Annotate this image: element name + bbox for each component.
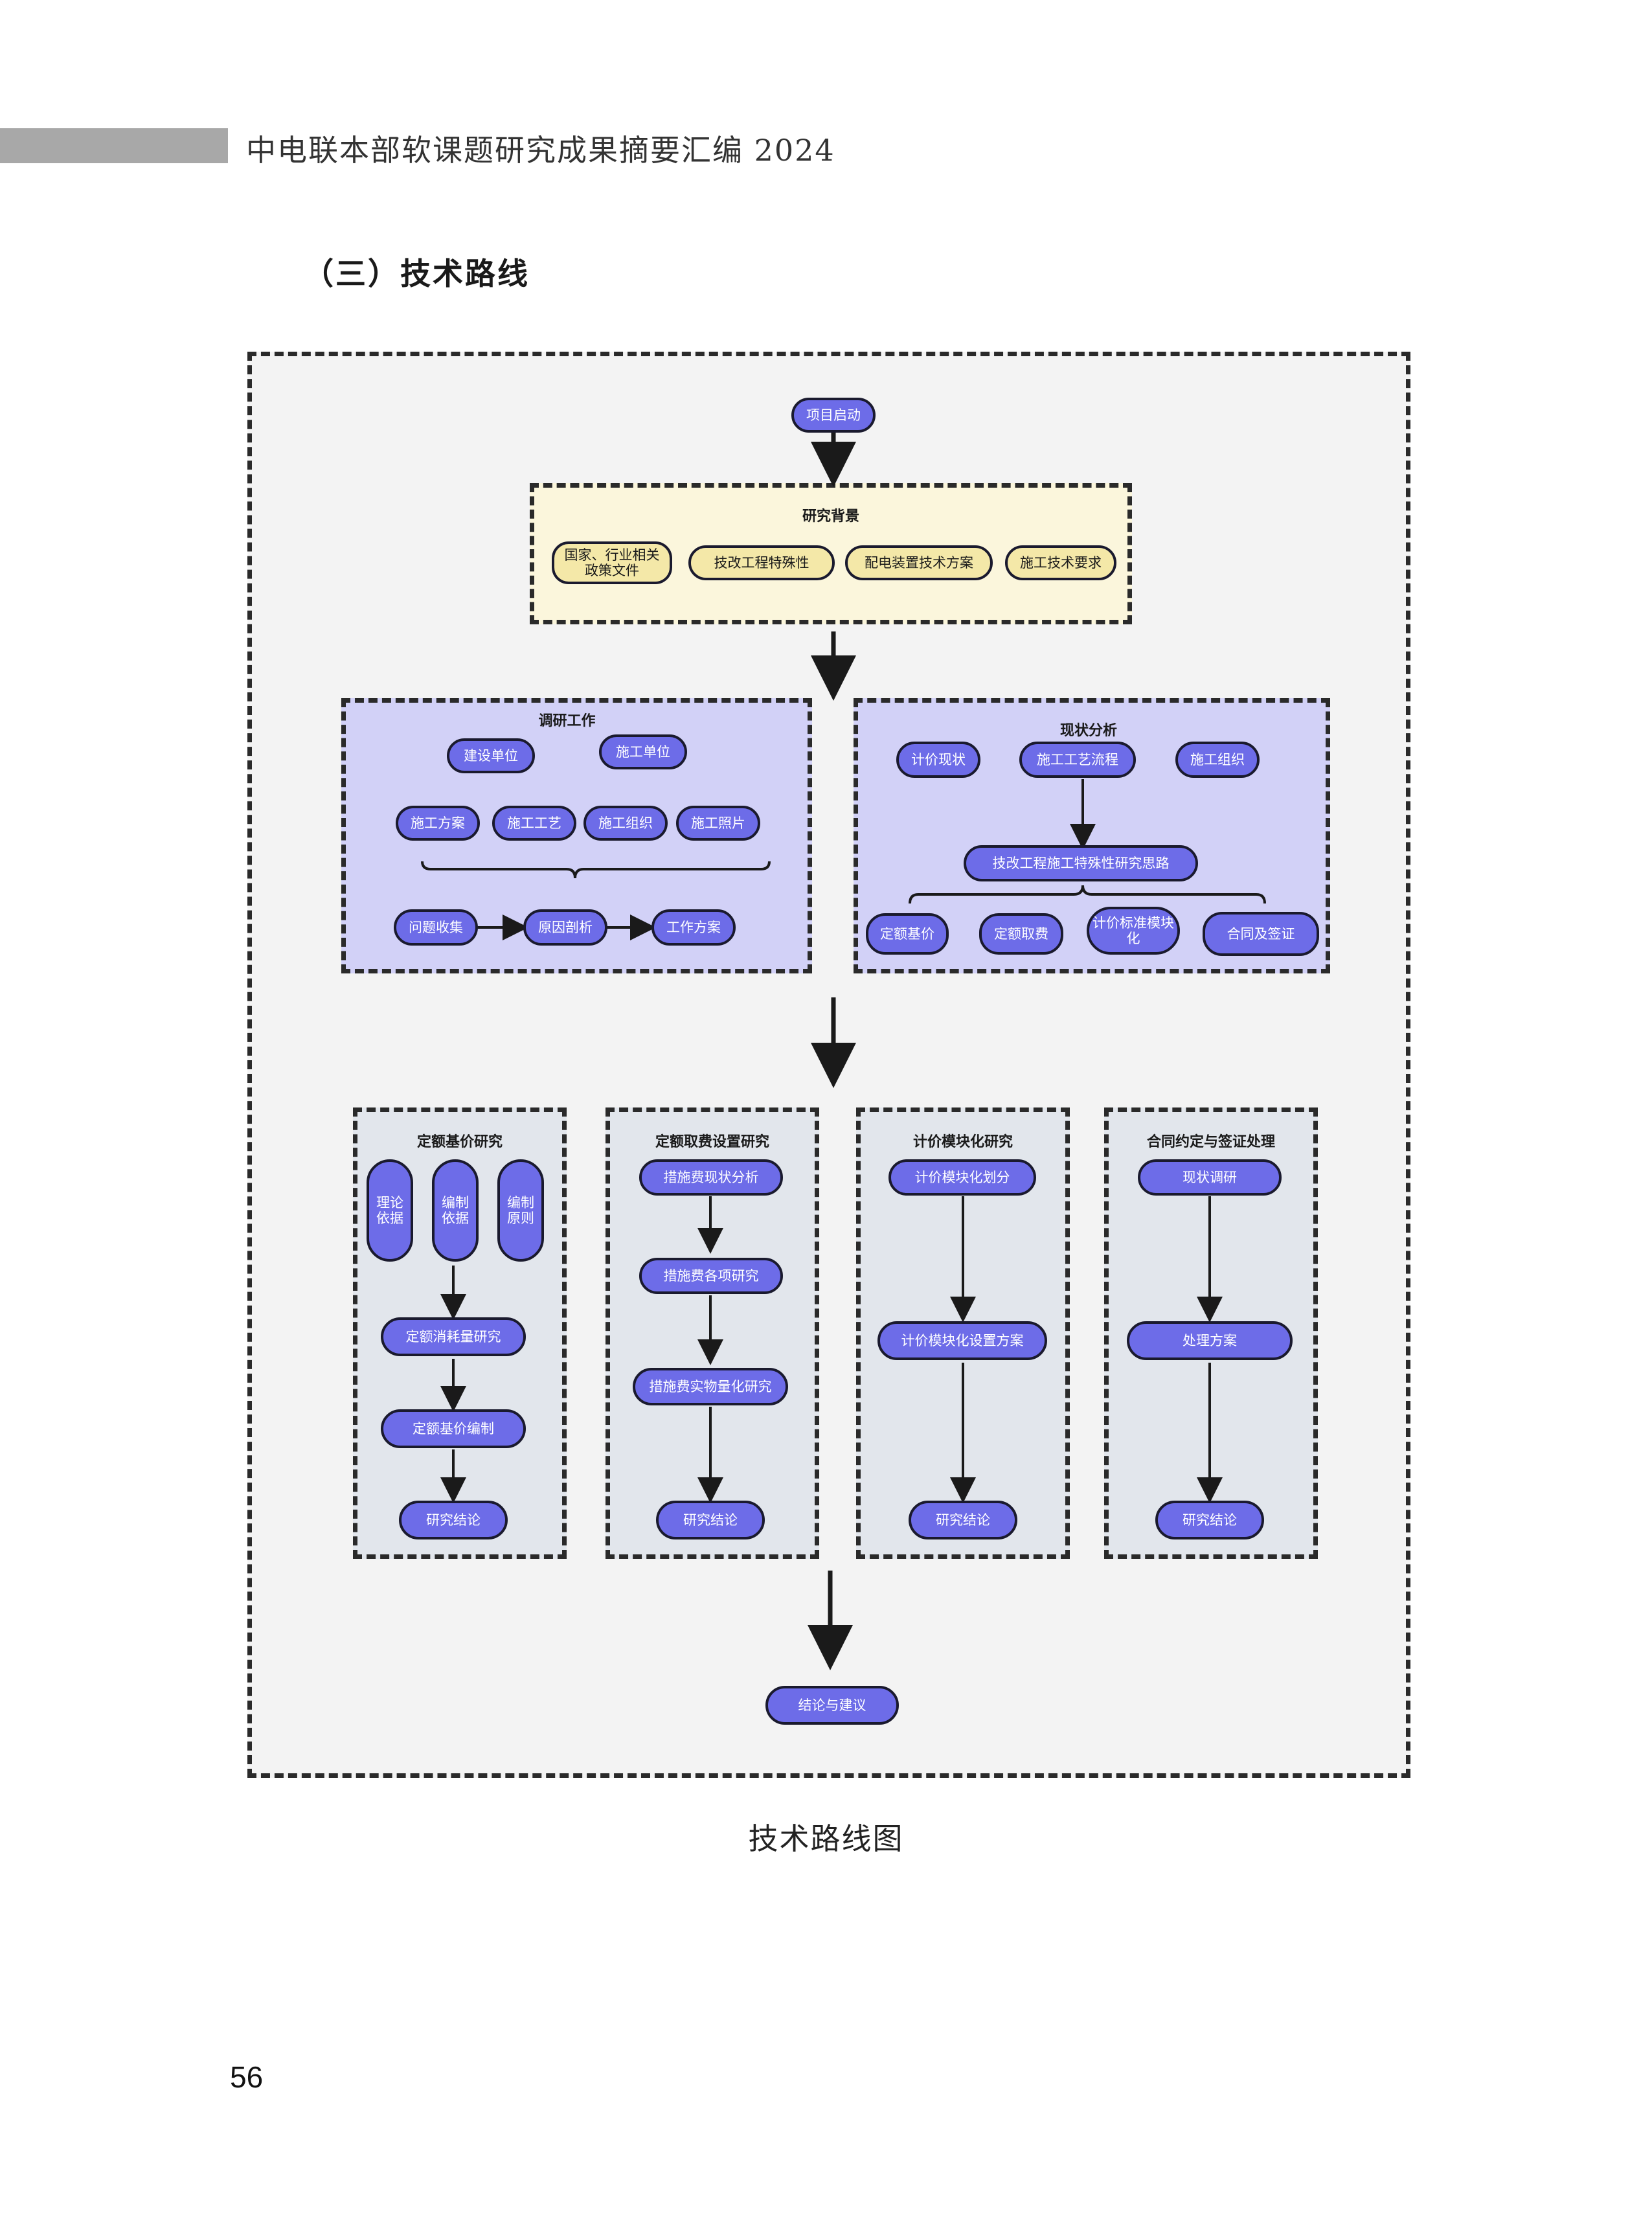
status-process-flow: 施工工艺流程 [1019, 742, 1136, 778]
header-title: 中电联本部软课题研究成果摘要汇编 2024 [246, 133, 835, 168]
status-organization: 施工组织 [1175, 742, 1260, 778]
survey-topic-plan: 施工方案 [396, 806, 480, 841]
status-research-idea: 技改工程施工特殊性研究思路 [964, 845, 1198, 881]
status-contract-visa: 合同及签证 [1203, 912, 1319, 956]
research-title: 合同约定与签证处理 [1146, 1134, 1275, 1150]
section-heading: （三）技术路线 [303, 256, 530, 292]
background-item-policy: 国家、行业相关政策文件 [552, 541, 672, 584]
survey-unit-builder: 建设单位 [447, 738, 535, 773]
page-number: 56 [230, 2060, 264, 2094]
status-quota-base-price: 定额基价 [866, 913, 949, 955]
background-item-specialty: 技改工程特殊性 [688, 545, 835, 580]
survey-topic-photos: 施工照片 [676, 806, 760, 841]
background-item-switchgear: 配电装置技术方案 [845, 545, 993, 580]
start-node: 项目启动 [791, 398, 876, 433]
background-item-construction-req: 施工技术要求 [1005, 545, 1116, 580]
research-r1-conclusion: 研究结论 [399, 1501, 508, 1539]
research-r1-input-principle: 编制原则 [497, 1159, 544, 1262]
status-modular-standard: 计价标准模块化 [1087, 907, 1180, 955]
survey-unit-contractor: 施工单位 [599, 734, 687, 769]
research-r2-step2: 措施费各项研究 [639, 1258, 783, 1294]
research-r4-step1: 现状调研 [1138, 1159, 1282, 1196]
research-r2-step1: 措施费现状分析 [639, 1159, 783, 1196]
status-pricing-current: 计价现状 [896, 742, 980, 778]
research-r4-step2: 处理方案 [1127, 1321, 1293, 1360]
survey-topic-organization: 施工组织 [583, 806, 668, 841]
conclusion-node: 结论与建议 [765, 1686, 899, 1725]
figure-caption: 技术路线图 [748, 1821, 904, 1856]
survey-flow-plan: 工作方案 [651, 909, 736, 946]
research-r2-step3: 措施费实物量化研究 [633, 1368, 788, 1405]
header-bar [0, 128, 228, 163]
survey-topic-process: 施工工艺 [492, 806, 576, 841]
status-title: 现状分析 [1059, 723, 1117, 739]
research-title: 计价模块化研究 [912, 1134, 1013, 1150]
research-title: 定额取费设置研究 [655, 1134, 769, 1150]
research-r1-consumption: 定额消耗量研究 [381, 1317, 526, 1356]
survey-flow-problem: 问题收集 [394, 909, 478, 946]
research-r3-conclusion: 研究结论 [909, 1501, 1017, 1539]
survey-flow-cause: 原因剖析 [523, 909, 607, 946]
research-r3-step2: 计价模块化设置方案 [877, 1321, 1047, 1360]
survey-title: 调研工作 [538, 713, 596, 729]
research-r1-input-theory: 理论依据 [367, 1159, 413, 1262]
research-title: 定额基价研究 [416, 1134, 503, 1150]
research-r1-input-basis: 编制依据 [432, 1159, 479, 1262]
status-quota-fee: 定额取费 [979, 913, 1063, 955]
research-r4-conclusion: 研究结论 [1155, 1501, 1264, 1539]
research-r2-conclusion: 研究结论 [656, 1501, 765, 1539]
background-title: 研究背景 [802, 508, 859, 525]
research-r3-step1: 计价模块化划分 [888, 1159, 1036, 1196]
research-r1-base-price: 定额基价编制 [381, 1409, 526, 1448]
